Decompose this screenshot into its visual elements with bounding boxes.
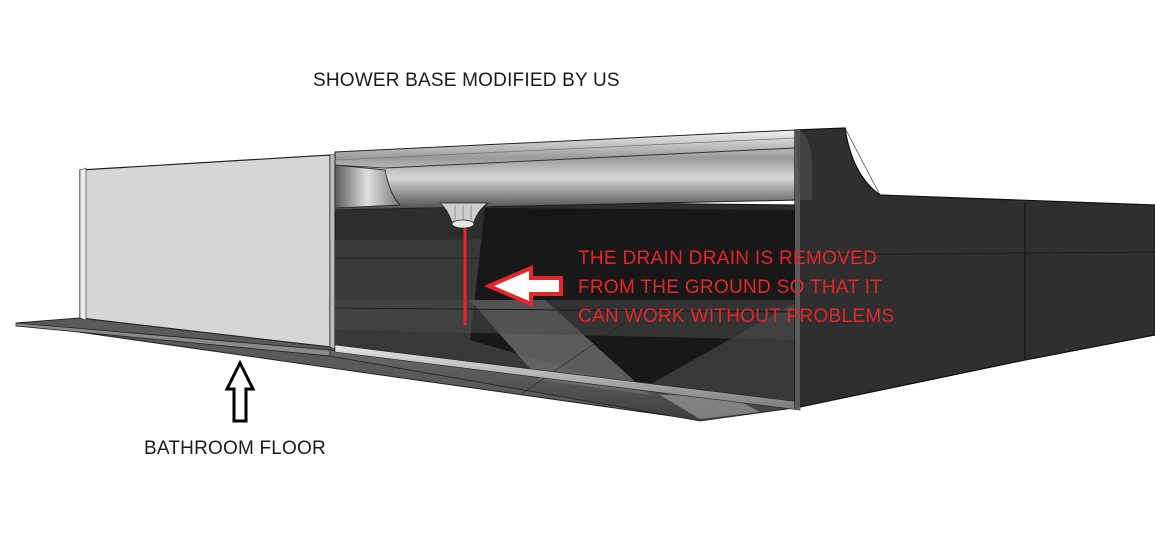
- drain-annotation: THE DRAIN DRAIN IS REMOVED FROM THE GROU…: [578, 244, 894, 331]
- interior-cavity: [334, 199, 801, 411]
- diagram-title: SHOWER BASE MODIFIED BY US: [313, 70, 620, 91]
- drain-annotation-line: FROM THE GROUND SO THAT IT: [578, 277, 883, 298]
- drain-annotation-line: CAN WORK WITHOUT PROBLEMS: [578, 306, 895, 327]
- drain-annotation-line: THE DRAIN DRAIN IS REMOVED: [578, 248, 878, 269]
- bathroom-floor-label: BATHROOM FLOOR: [144, 438, 326, 459]
- dark-right-body: [794, 127, 1155, 409]
- drain-channel: [334, 129, 801, 211]
- left-side-panel: [79, 153, 336, 350]
- drain-outlet: [438, 202, 490, 229]
- annotation-arrow-icon: [483, 264, 563, 308]
- floor-pointer-arrow-icon: [224, 359, 256, 423]
